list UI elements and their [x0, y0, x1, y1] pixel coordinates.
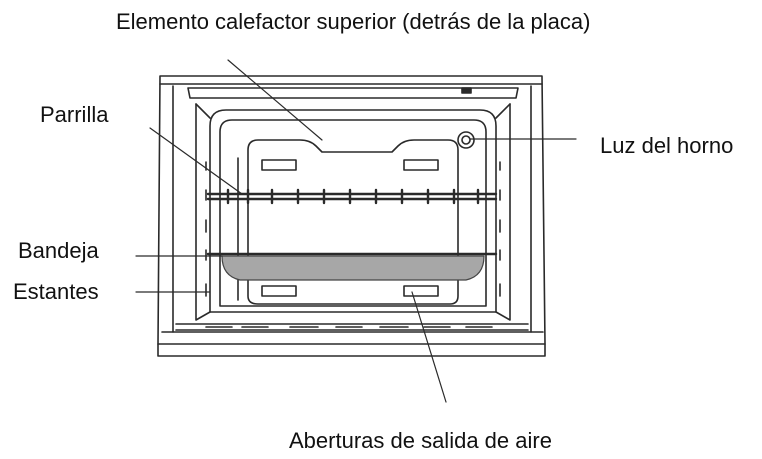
label-air-vents: Aberturas de salida de aire [289, 428, 552, 453]
leader-air-vents [411, 291, 447, 403]
upper-air-vents [261, 159, 439, 171]
baking-tray [206, 252, 498, 281]
label-shelves: Estantes [13, 279, 99, 304]
lower-air-vents [261, 285, 439, 297]
label-top-heating-element: Elemento calefactor superior (detrás de … [116, 9, 591, 34]
cabinet-top-panel [187, 87, 519, 99]
leader-lines [135, 59, 577, 403]
oven-light-bulb [457, 131, 475, 149]
shelf-supports [205, 161, 501, 297]
label-tray: Bandeja [18, 238, 99, 263]
bottom-vent-strip [175, 323, 529, 331]
label-oven-light: Luz del horno [600, 133, 734, 158]
leader-top-heating-element [227, 59, 323, 141]
oven-cabinet [157, 75, 546, 357]
leader-grill [149, 127, 243, 195]
grill-rack [206, 188, 498, 205]
oven-cavity [195, 103, 511, 321]
label-grill: Parrilla [40, 102, 109, 127]
